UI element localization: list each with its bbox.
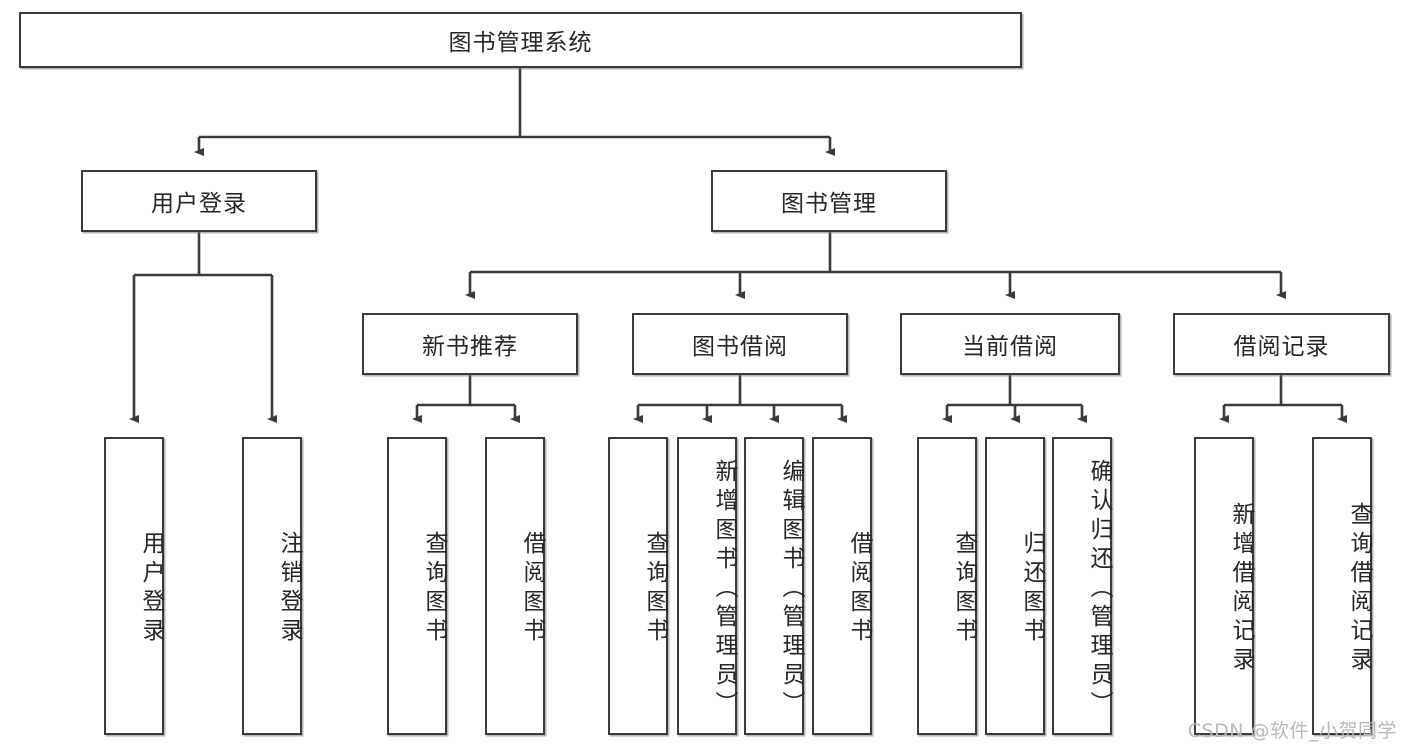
leaf-return-book[interactable]: 归还图书 [985,437,1045,735]
leaf-user-login[interactable]: 用户登录 [104,437,164,735]
leaf-logout-label: 注销登录 [276,531,302,647]
node-borrow-record[interactable]: 借阅记录 [1173,313,1390,375]
node-book-borrow[interactable]: 图书借阅 [632,313,848,375]
leaf-confirm-return-admin-label: 确认归还（管理员） [1086,458,1112,720]
leaf-query-book-borrow-label: 查询图书 [642,531,668,647]
node-current-borrow-label: 当前借阅 [962,334,1058,360]
leaf-query-book-recommend[interactable]: 查询图书 [387,437,447,735]
leaf-borrow-book-recommend[interactable]: 借阅图书 [485,437,545,735]
leaf-query-book-current-label: 查询图书 [951,531,977,647]
node-user-login[interactable]: 用户登录 [81,170,317,232]
leaf-add-book-admin-label: 新增图书（管理员） [711,458,737,720]
node-book-borrow-label: 图书借阅 [692,334,788,360]
leaf-logout[interactable]: 注销登录 [242,437,302,735]
leaf-add-book-admin[interactable]: 新增图书（管理员） [677,437,737,735]
node-root[interactable]: 图书管理系统 [19,12,1022,68]
leaf-add-borrow-record[interactable]: 新增借阅记录 [1194,437,1254,735]
leaf-query-book-current[interactable]: 查询图书 [917,437,977,735]
leaf-add-borrow-record-label: 新增借阅记录 [1228,502,1254,676]
node-borrow-record-label: 借阅记录 [1233,334,1330,360]
node-current-borrow[interactable]: 当前借阅 [900,313,1120,375]
node-new-book-recommend[interactable]: 新书推荐 [362,313,578,375]
leaf-confirm-return-admin[interactable]: 确认归还（管理员） [1052,437,1112,735]
node-book-management-label: 图书管理 [781,191,877,217]
node-root-label: 图书管理系统 [448,30,593,56]
leaf-borrow-book-recommend-label: 借阅图书 [519,531,545,647]
csdn-watermark: CSDN @软件_小贺同学 [1187,720,1397,742]
leaf-edit-book-admin-label: 编辑图书（管理员） [778,458,804,720]
node-new-book-recommend-label: 新书推荐 [422,334,518,360]
node-book-management[interactable]: 图书管理 [711,170,947,232]
leaf-query-book-recommend-label: 查询图书 [421,531,447,647]
leaf-borrow-book-label: 借阅图书 [846,531,872,647]
leaf-edit-book-admin[interactable]: 编辑图书（管理员） [744,437,804,735]
leaf-borrow-book[interactable]: 借阅图书 [812,437,872,735]
leaf-query-borrow-record[interactable]: 查询借阅记录 [1312,437,1372,735]
leaf-query-book-borrow[interactable]: 查询图书 [608,437,668,735]
leaf-user-login-label: 用户登录 [138,531,164,647]
leaf-query-borrow-record-label: 查询借阅记录 [1346,502,1372,676]
leaf-return-book-label: 归还图书 [1019,531,1045,647]
node-user-login-label: 用户登录 [151,191,247,217]
